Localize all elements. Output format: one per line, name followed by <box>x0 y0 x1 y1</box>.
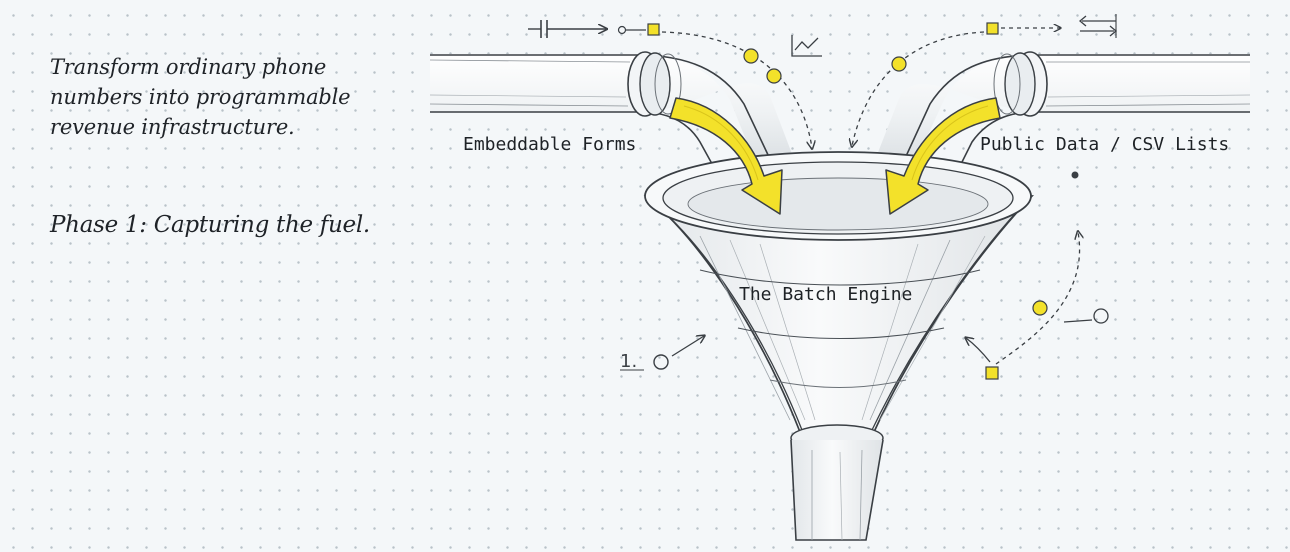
step-marker: 1. <box>620 351 637 372</box>
left-input-pipe <box>429 51 800 183</box>
resistor-icon <box>528 20 606 38</box>
node-dot <box>617 25 627 35</box>
funnel <box>643 151 1034 541</box>
right-source-label: Public Data / CSV Lists <box>980 134 1230 155</box>
left-source-label: Embeddable Forms <box>463 134 637 155</box>
swap-arrows-icon <box>1078 14 1118 38</box>
flow-arrow-right <box>885 97 1001 215</box>
funnel-label: The Batch Engine <box>739 284 913 305</box>
data-token-square <box>647 23 660 36</box>
data-token-dot <box>743 48 759 64</box>
phase-title: Phase 1: Capturing the fuel. <box>50 212 370 238</box>
data-token-square <box>986 22 999 35</box>
return-loop-path <box>995 232 1080 365</box>
node-dot <box>653 354 669 370</box>
trend-chart-icon <box>791 35 822 57</box>
data-token-square <box>985 366 999 380</box>
headline: Transform ordinary phone numbers into pr… <box>50 55 351 139</box>
flow-path-left <box>661 31 812 148</box>
magnifier-icon <box>1063 308 1109 324</box>
data-token-dot <box>766 68 782 84</box>
data-token-dot <box>891 56 907 72</box>
right-input-pipe <box>868 51 1251 183</box>
flow-arrow-left <box>669 97 783 215</box>
data-token-dot <box>1032 300 1048 316</box>
node-dot <box>1071 171 1079 179</box>
